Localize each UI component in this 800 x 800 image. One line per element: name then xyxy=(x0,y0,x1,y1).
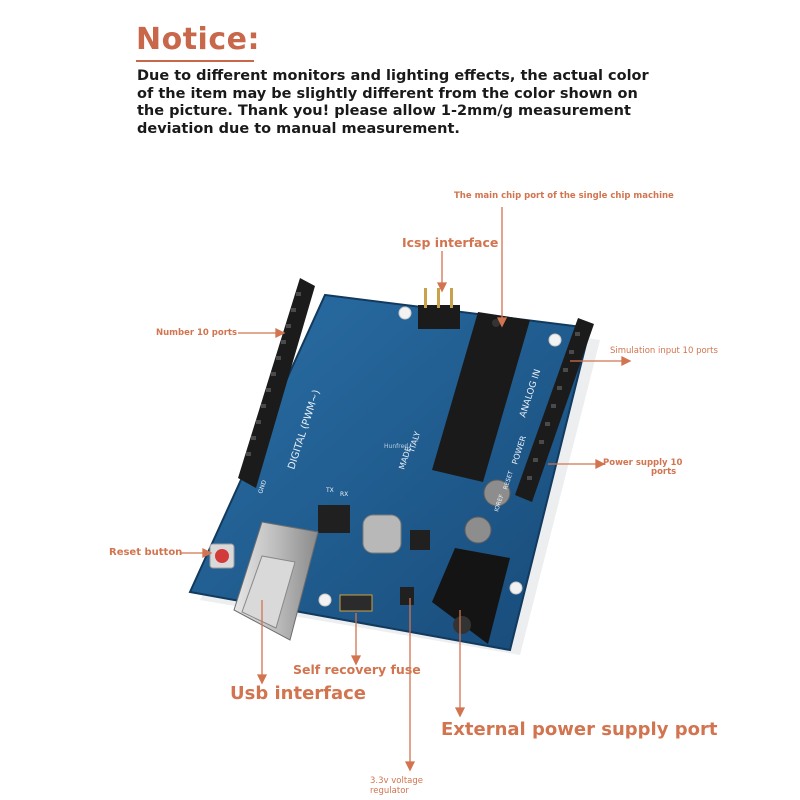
digital-header-pins xyxy=(246,292,301,456)
label-reset-button: Reset button xyxy=(109,547,183,558)
label-external-power: External power supply port xyxy=(441,719,718,740)
arrowhead xyxy=(454,707,466,718)
label-power-supply-1: Power supply 10 xyxy=(603,458,683,468)
label-icsp: Icsp interface xyxy=(402,235,499,250)
arrowhead xyxy=(256,674,268,685)
mounting-hole xyxy=(318,593,332,607)
capacitor xyxy=(464,516,492,544)
capacitor xyxy=(483,479,511,507)
label-number-ports: Number 10 ports xyxy=(156,328,238,338)
analog-power-header xyxy=(515,318,594,502)
label-main-chip: The main chip port of the single chip ma… xyxy=(454,191,674,201)
usb-connector xyxy=(233,521,319,641)
notice-underline xyxy=(136,60,254,62)
mounting-hole xyxy=(509,581,523,595)
label-power-supply-2: ports xyxy=(651,467,677,477)
arrowhead xyxy=(595,458,606,470)
digital-header xyxy=(238,278,315,488)
label-regulator-1: 3.3v voltage xyxy=(370,776,424,786)
main-chip xyxy=(432,312,530,482)
label-regulator-2: regulator xyxy=(370,786,409,796)
self-recovery-fuse xyxy=(339,594,373,612)
arrowhead xyxy=(275,327,286,339)
power-jack xyxy=(432,548,510,644)
analog-header-pins xyxy=(527,332,580,480)
arrowhead xyxy=(404,761,416,772)
notice-title: Notice: xyxy=(136,22,260,57)
icsp-header xyxy=(418,288,460,329)
silk-tx: TX xyxy=(325,487,334,494)
crystal xyxy=(362,514,402,554)
silk-gnd: GND xyxy=(257,479,268,495)
arrowhead xyxy=(202,547,213,559)
smd-component xyxy=(400,587,414,605)
arrowhead xyxy=(350,655,362,666)
arrowhead xyxy=(496,317,508,328)
notice-body: Due to different monitors and lighting e… xyxy=(137,68,649,137)
arrowhead xyxy=(436,282,448,293)
label-simulation-input: Simulation input 10 ports xyxy=(610,346,718,356)
usb-controller-chip xyxy=(318,505,350,533)
label-usb: Usb interface xyxy=(230,683,367,704)
label-fuse: Self recovery fuse xyxy=(293,662,421,677)
smd-component xyxy=(410,530,430,550)
silk-brand: Hunfred xyxy=(384,443,408,450)
mounting-hole xyxy=(398,306,412,320)
arrowhead xyxy=(621,355,632,367)
mounting-hole xyxy=(548,333,562,347)
reset-button[interactable] xyxy=(209,543,235,569)
silk-rx: RX xyxy=(340,491,348,498)
